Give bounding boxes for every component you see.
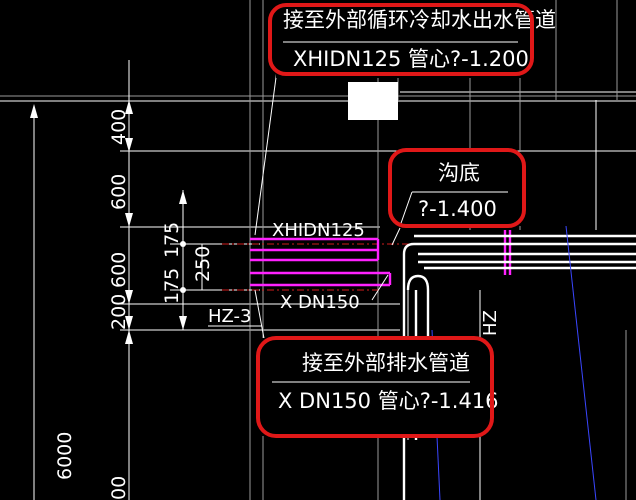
dim-arrow-175-top bbox=[179, 190, 187, 204]
callout-trench-bg bbox=[394, 152, 522, 226]
callout-drain-bg bbox=[262, 338, 490, 436]
label-pipe-upper: XHIDN125 bbox=[272, 220, 365, 241]
leader-pipe-lower bbox=[371, 274, 389, 301]
label-hz-right: HZ bbox=[480, 310, 501, 336]
callout-trench-title: 沟底 bbox=[438, 161, 480, 185]
dim-arrow-175-bottom bbox=[179, 316, 187, 330]
label-pipe-lower: X DN150 bbox=[280, 292, 360, 313]
trench-drain-bend bbox=[406, 274, 430, 436]
callout-trench-spec: ?-1.400 bbox=[418, 197, 497, 221]
callout-cooling-bg bbox=[276, 0, 532, 78]
callout-drain-title: 接至外部排水管道 bbox=[302, 351, 470, 375]
dim-text-175-lower: 175 bbox=[161, 268, 183, 304]
dim-text-6000: 6000 bbox=[54, 432, 76, 480]
dim-text-bottom: 00 bbox=[108, 476, 130, 500]
dim-arrow-3 bbox=[125, 213, 133, 227]
solid-block bbox=[348, 82, 398, 120]
dim-arrow-2 bbox=[125, 138, 133, 152]
trench-bend-outer bbox=[402, 242, 415, 500]
callout-cooling-title: 接至外部循环冷却水出水管道 bbox=[283, 8, 556, 32]
dim-arrow-total bbox=[30, 104, 38, 118]
highlight-drain bbox=[256, 336, 494, 438]
dim-arrow-5 bbox=[125, 316, 133, 330]
highlight-trench bbox=[388, 148, 526, 228]
highlight-cooling bbox=[268, 3, 534, 76]
dim-text-400: 400 bbox=[108, 109, 130, 145]
callout-trench[interactable]: 沟底 ?-1.400 bbox=[388, 148, 526, 228]
callout-drain-spec: X DN150 管心?-1.416 bbox=[278, 389, 499, 413]
callout-cooling-spec: XHIDN125 管心?-1.200 bbox=[293, 47, 529, 71]
dim-text-600-upper: 600 bbox=[108, 174, 130, 210]
dim-text-175-upper: 175 bbox=[161, 222, 183, 258]
callout-cooling[interactable]: 接至外部循环冷却水出水管道 XHIDN125 管心?-1.200 bbox=[268, 0, 556, 78]
dim-text-250: 250 bbox=[192, 246, 214, 282]
callout-drain[interactable]: 接至外部排水管道 X DN150 管心?-1.416 bbox=[256, 336, 499, 438]
dim-arrow-4 bbox=[125, 290, 133, 304]
dim-text-200: 200 bbox=[108, 294, 130, 330]
callout-trench-tick bbox=[399, 191, 413, 227]
dim-text-600-lower: 600 bbox=[108, 252, 130, 288]
axis-diagonal bbox=[565, 225, 597, 500]
dim-arrow-1 bbox=[125, 100, 133, 114]
dimension-chain-left bbox=[30, 60, 260, 500]
dim-arrow-6 bbox=[125, 330, 133, 344]
leader-cooling bbox=[254, 69, 278, 236]
leader-trench bbox=[391, 227, 401, 246]
label-hz-3: HZ-3 bbox=[208, 306, 252, 327]
